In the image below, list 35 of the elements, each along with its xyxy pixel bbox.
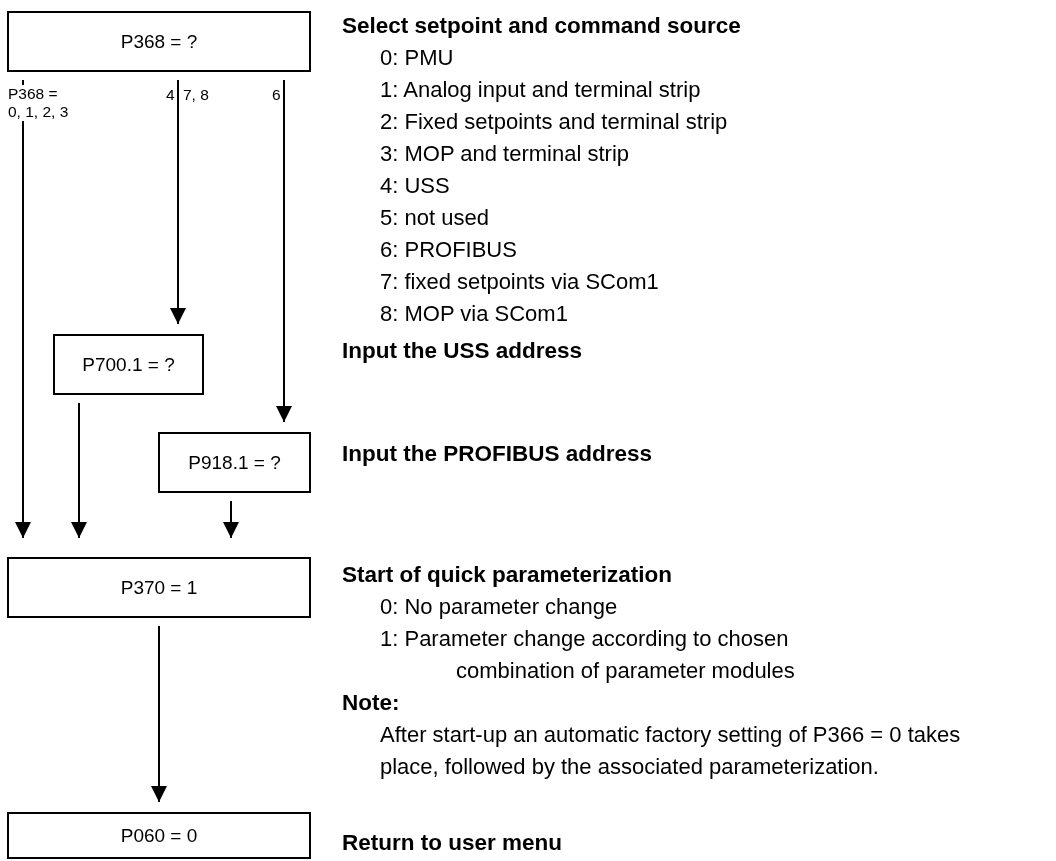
process-box [7,557,311,618]
parameter-text: P060 = 0 [120,824,198,847]
edge-label: P368 = 0, 1, 2, 3 [8,85,70,121]
description-text: 6: PROFIBUS [380,236,517,264]
description-text: 2: Fixed setpoints and terminal strip [380,108,728,136]
process-box [158,432,311,493]
description-text: 8: MOP via SCom1 [380,300,568,328]
step-heading: Start of quick parameterization [342,561,673,589]
step-heading: Input the USS address [342,337,583,365]
parameter-text: P918.1 = ? [188,451,281,474]
process-box [7,11,311,72]
parameter-text: P370 = 1 [120,576,198,599]
arrow [223,500,239,539]
step-heading: Return to user menu [342,829,563,857]
description-text: 5: not used [380,204,489,232]
parameter-text: P368 = ? [120,30,198,53]
description-text: 0: No parameter change [380,593,618,621]
description-text: 0: PMU [380,44,454,72]
parameter-text: P700.1 = ? [82,353,175,376]
description-text: 1: Parameter change according to chosen combination of parameter modules [380,625,796,685]
description-text: 1: Analog input and terminal strip [380,76,701,104]
description-text: 4: USS [380,172,450,200]
process-box [7,812,311,859]
description-text: 7: fixed setpoints via SCom1 [380,268,659,296]
arrow [170,79,186,325]
step-heading: Select setpoint and command source [342,12,741,40]
step-heading: Note: [342,689,400,717]
description-text: After start-up an automatic factory setting of P366 = 0 takes place, followed by the associated parameterization. [380,721,962,781]
arrow [151,625,167,803]
arrow [276,79,292,423]
arrow [71,402,87,539]
description-text: 3: MOP and terminal strip [380,140,630,168]
arrow [15,79,31,539]
step-heading: Input the PROFIBUS address [342,440,653,468]
process-box [53,334,204,395]
